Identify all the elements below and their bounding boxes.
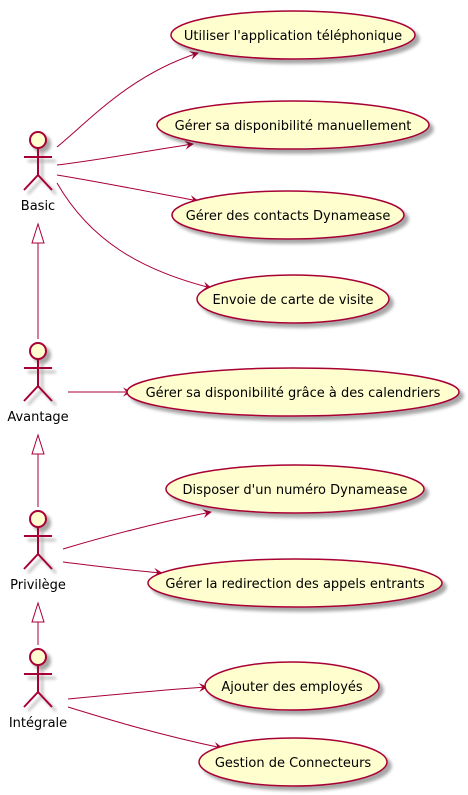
usecase-ellipse [204, 661, 380, 711]
actor-label: Privilège [10, 578, 66, 593]
actor-label: Basic [21, 199, 55, 214]
actor-figure [23, 510, 53, 570]
usecase-uc2[interactable]: Gérer sa disponibilité manuellement [156, 100, 430, 150]
usecase-label: Gestion de Connecteurs [215, 756, 372, 771]
usecase-label: Ajouter des employés [221, 680, 363, 695]
association-basic-uc3 [56, 174, 199, 204]
actor-figure [23, 648, 53, 708]
usecase-label: Utiliser l'application téléphonique [184, 29, 402, 44]
association-basic-uc4 [56, 182, 212, 291]
generalization-integrale-to-privilege [31, 601, 45, 645]
actor-label: Intégrale [9, 716, 67, 731]
edges-layer [31, 51, 223, 751]
usecase-ellipse [198, 737, 388, 787]
actor-figure [23, 342, 53, 402]
usecase-uc5[interactable]: Gérer sa disponibilité grâce à des calen… [126, 367, 460, 417]
usecase-ellipse [156, 100, 430, 150]
usecase-uc9[interactable]: Gestion de Connecteurs [198, 737, 388, 787]
generalization-avantage-to-basic [31, 222, 45, 339]
usecase-ellipse [196, 274, 390, 324]
actor-privilege[interactable]: Privilège [10, 510, 66, 593]
actor-body [23, 527, 53, 570]
actor-avantage[interactable]: Avantage [7, 342, 69, 425]
association-integrale-uc9 [67, 706, 223, 751]
usecase-label: Envoie de carte de visite [212, 293, 373, 308]
association-privilege-uc6 [62, 509, 212, 550]
actor-body [23, 665, 53, 708]
usecase-ellipse [147, 558, 443, 608]
usecase-label: Disposer d'un numéro Dynamease [183, 483, 408, 498]
usecase-label: Gérer des contacts Dynamease [186, 209, 391, 224]
actor-head [29, 510, 47, 528]
usecase-uc4[interactable]: Envoie de carte de visite [196, 274, 390, 324]
usecase-ellipse [171, 190, 405, 240]
usecase-uc3[interactable]: Gérer des contacts Dynamease [171, 190, 405, 240]
actor-label: Avantage [7, 410, 68, 425]
usecase-label: Gérer la redirection des appels entrants [165, 577, 425, 592]
association-privilege-uc7 [62, 561, 163, 577]
actor-head [29, 131, 47, 149]
usecase-label: Gérer sa disponibilité manuellement [175, 119, 412, 134]
association-basic-uc1 [56, 51, 199, 148]
usecase-label: Gérer sa disponibilité grâce à des calen… [146, 386, 441, 401]
usecase-ellipse [170, 10, 416, 60]
actor-figure [23, 131, 53, 191]
association-basic-uc2 [56, 140, 194, 166]
usecase-ellipse [126, 367, 460, 417]
nodes-layer: Utiliser l'application téléphoniqueGérer… [7, 10, 460, 787]
association-integrale-uc8 [67, 683, 208, 700]
usecase-uc8[interactable]: Ajouter des employés [204, 661, 380, 711]
actor-head [29, 648, 47, 666]
actor-body [23, 359, 53, 402]
usecase-uc6[interactable]: Disposer d'un numéro Dynamease [165, 464, 425, 514]
actor-head [29, 342, 47, 360]
actor-body [23, 148, 53, 191]
actor-basic[interactable]: Basic [21, 131, 55, 214]
usecase-uc1[interactable]: Utiliser l'application téléphonique [170, 10, 416, 60]
generalization-privilege-to-avantage [31, 433, 45, 507]
usecase-uc7[interactable]: Gérer la redirection des appels entrants [147, 558, 443, 608]
actor-integrale[interactable]: Intégrale [9, 648, 67, 731]
usecase-ellipse [165, 464, 425, 514]
